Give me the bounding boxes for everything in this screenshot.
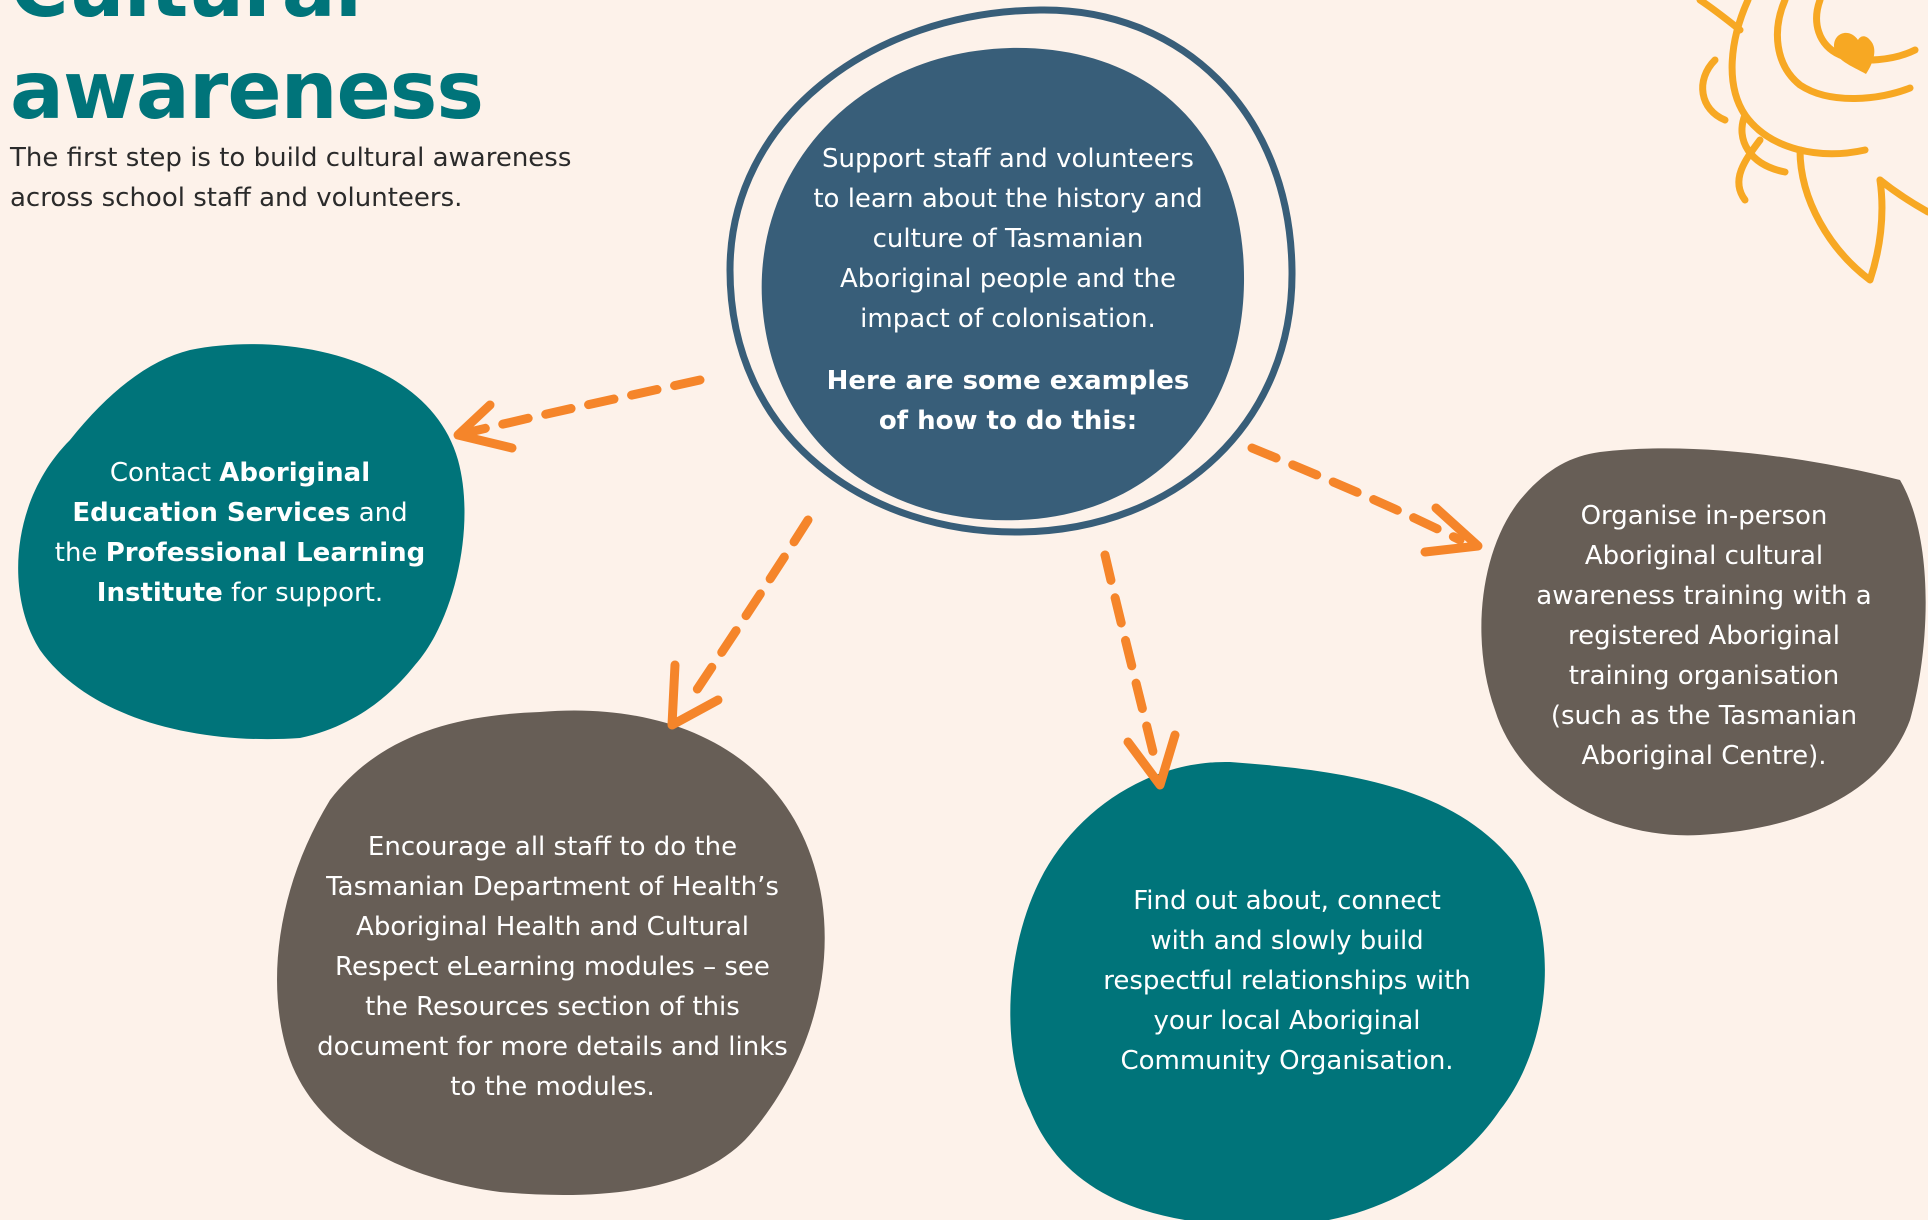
arrow-head-encourage — [667, 660, 723, 730]
page-title: Cultural awareness — [10, 0, 484, 142]
find-out-bubble — [1010, 761, 1545, 1220]
find-out-bubble-text: Find out about, connect with and slowly … — [1103, 886, 1471, 1076]
organise-bubble-text: Organise in-person Aboriginal cultural a… — [1536, 501, 1872, 771]
encourage-bubble — [277, 710, 825, 1196]
title-line-2: awareness — [10, 44, 484, 137]
intro-paragraph: The first step is to build cultural awar… — [10, 143, 572, 213]
contact-aes-link-text: Aboriginal Education Services — [72, 458, 371, 528]
sun-decoration-icon — [1696, 0, 1928, 284]
contact-prefix: Contact — [109, 458, 220, 488]
contact-bubble — [18, 344, 465, 740]
contact-suffix: for support. — [222, 578, 384, 608]
arrow-head-organise — [1420, 503, 1483, 557]
center-outline-ring — [726, 6, 1296, 536]
center-bubble-text: Support staff and volunteers to learn ab… — [808, 139, 1208, 441]
arrow-to-organise — [1247, 443, 1465, 545]
arrow-to-find-out — [1100, 550, 1160, 765]
arrow-to-encourage — [685, 515, 813, 705]
encourage-bubble-text: Encourage all staff to do the Tasmanian … — [317, 832, 788, 1102]
sun-heart-icon — [1834, 32, 1875, 74]
contact-middle: and the — [54, 498, 408, 568]
contact-pli-link-text: Professional Learning Institute — [96, 538, 426, 608]
organise-bubble — [1481, 448, 1926, 836]
center-main-text: Support staff and volunteers to learn ab… — [813, 144, 1203, 334]
arrow-head-contact — [453, 400, 517, 453]
contact-bubble-text: Contact Aboriginal Education Services an… — [52, 453, 428, 613]
center-bubble — [761, 47, 1245, 521]
title-line-1: Cultural — [10, 0, 483, 40]
arrow-to-contact — [465, 375, 705, 437]
center-examples-text: Here are some examples of how to do this… — [826, 366, 1190, 436]
arrow-head-find-out — [1123, 730, 1180, 790]
